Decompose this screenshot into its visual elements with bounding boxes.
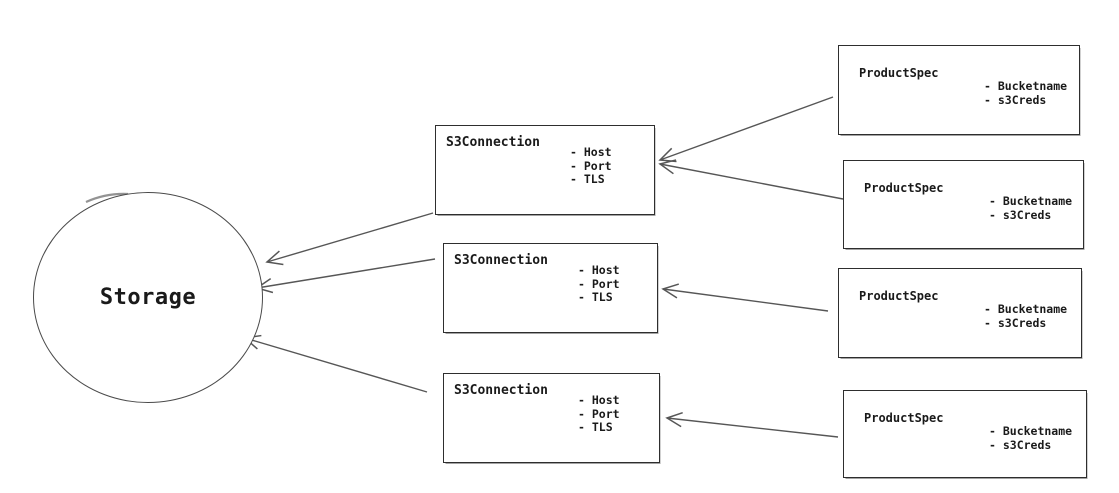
attribute-list: - Host - Port - TLS (578, 393, 620, 435)
arrow-productspec3-to-s3connection2[interactable] (661, 283, 829, 312)
attribute-list: - Bucketname - s3Creds (984, 302, 1067, 330)
productspec-title: ProductSpec (859, 66, 939, 80)
attribute-list: - Bucketname - s3Creds (989, 424, 1072, 452)
productspec-title: ProductSpec (864, 411, 944, 425)
s3connection-node-1[interactable]: S3Connection - Host - Port - TLS (435, 125, 655, 215)
attribute-list: - Host - Port - TLS (578, 263, 620, 305)
arrow-s3connection3-to-storage[interactable] (243, 334, 428, 393)
productspec-node-2[interactable]: ProductSpec - Bucketname - s3Creds (843, 160, 1084, 249)
attribute-item: - Bucketname (989, 424, 1073, 438)
arrow-s3connection1-to-storage[interactable] (265, 212, 434, 266)
attribute-item: - Port (578, 276, 620, 291)
productspec-node-3[interactable]: ProductSpec - Bucketname - s3Creds (838, 268, 1082, 358)
s3connection-node-2[interactable]: S3Connection - Host - Port - TLS (443, 243, 658, 333)
attribute-item: - TLS (570, 172, 605, 186)
arrow-s3connection2-to-storage[interactable] (255, 258, 436, 294)
s3connection-node-3[interactable]: S3Connection - Host - Port - TLS (443, 373, 660, 463)
attribute-item: - s3Creds (989, 208, 1052, 222)
attribute-item: - TLS (578, 290, 613, 304)
storage-label: Storage (99, 285, 197, 310)
arrow-productspec4-to-s3connection3[interactable] (665, 411, 839, 438)
attribute-item: - Bucketname (984, 302, 1068, 316)
attribute-item: - Bucketname (984, 79, 1068, 93)
attribute-item: - TLS (578, 420, 613, 434)
attribute-list: - Bucketname - s3Creds (989, 194, 1072, 222)
s3connection-title: S3Connection (454, 253, 548, 268)
attribute-item: - Port (578, 406, 620, 421)
attribute-item: - s3Creds (989, 438, 1052, 452)
attribute-item: - Bucketname (989, 194, 1073, 208)
attribute-item: - Host (570, 145, 612, 159)
attribute-item: - s3Creds (984, 316, 1047, 330)
arrow-productspec2-to-s3connection1[interactable] (658, 159, 844, 200)
attribute-item: - s3Creds (984, 93, 1047, 107)
attribute-item: - Port (570, 158, 612, 173)
attribute-item: - Host (578, 393, 620, 407)
storage-node[interactable]: Storage (33, 192, 263, 403)
productspec-title: ProductSpec (859, 289, 939, 303)
s3connection-title: S3Connection (454, 383, 548, 398)
attribute-item: - Host (578, 263, 620, 277)
arrow-productspec1-to-s3connection1[interactable] (658, 96, 834, 163)
attribute-list: - Bucketname - s3Creds (984, 79, 1067, 107)
productspec-title: ProductSpec (864, 181, 944, 195)
productspec-node-1[interactable]: ProductSpec - Bucketname - s3Creds (838, 45, 1080, 135)
s3connection-title: S3Connection (446, 135, 540, 150)
attribute-list: - Host - Port - TLS (570, 145, 612, 187)
productspec-node-4[interactable]: ProductSpec - Bucketname - s3Creds (843, 390, 1087, 478)
